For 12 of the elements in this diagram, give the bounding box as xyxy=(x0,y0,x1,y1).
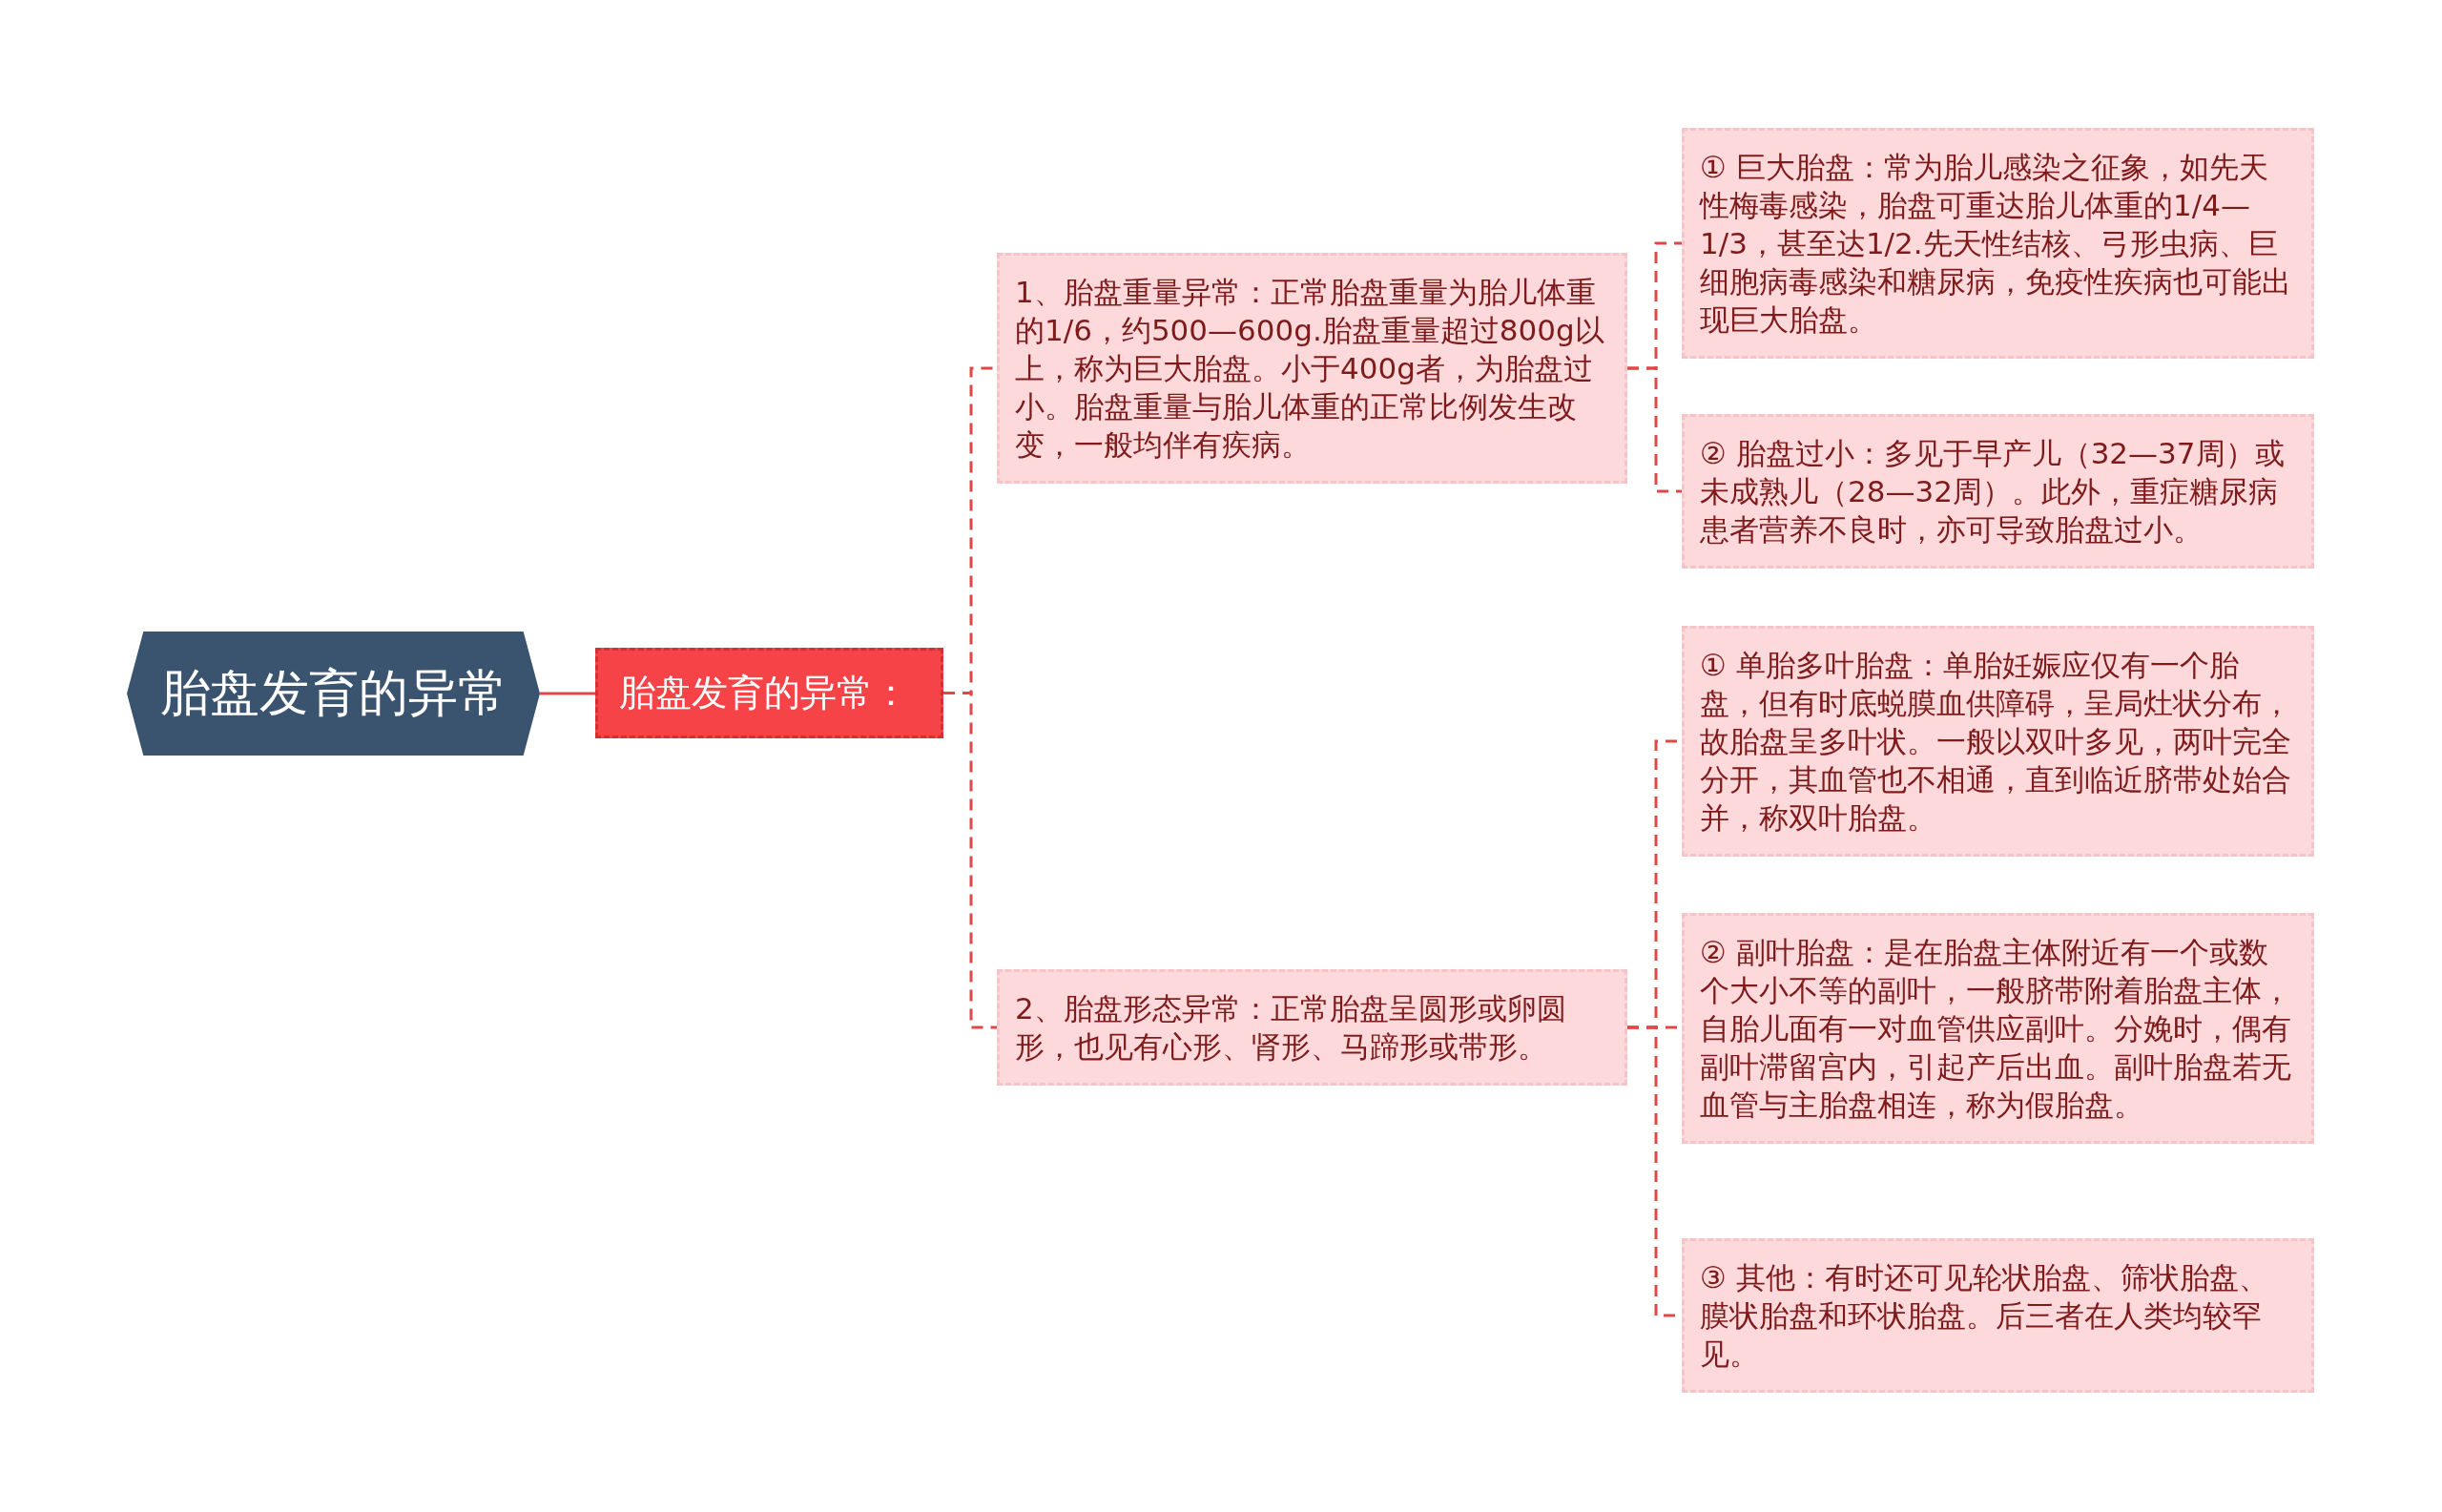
note-box: ② 胎盘过小：多见于早产儿（32—37周）或未成熟儿（28—32周）。此外，重症糖尿病患者营养不良时，亦可导致胎盘过小。 xyxy=(1682,414,2314,569)
topic-box: 胎盘发育的异常： xyxy=(595,648,943,738)
note-box: ③ 其他：有时还可见轮状胎盘、筛状胎盘、膜状胎盘和环状胎盘。后三者在人类均较罕见。 xyxy=(1682,1238,2314,1393)
note-box: ① 巨大胎盘：常为胎儿感染之征象，如先天性梅毒感染，胎盘可重达胎儿体重的1/4—1/3，甚至达1/2.先天性结核、弓形虫病、巨细胞病毒感染和糖尿病，免疫性疾病也可能出现巨大胎盘。 xyxy=(1682,128,2314,359)
note-box: ② 副叶胎盘：是在胎盘主体附近有一个或数个大小不等的副叶，一般脐带附着胎盘主体，自胎儿面有一对血管供应副叶。分娩时，偶有副叶滞留宫内，引起产后出血。副叶胎盘若无血管与主胎盘相连，称为假胎盘。 xyxy=(1682,913,2314,1144)
connector-line xyxy=(1627,366,1682,493)
connector-line xyxy=(943,692,997,1029)
note-box: 1、胎盘重量异常：正常胎盘重量为胎儿体重的1/6，约500—600g.胎盘重量超过800g以上，称为巨大胎盘。小于400g者，为胎盘过小。胎盘重量与胎儿体重的正常比例发生改变，一般均伴有疾病。 xyxy=(997,253,1627,484)
note-box: 2、胎盘形态异常：正常胎盘呈圆形或卵圆形，也见有心形、肾形、马蹄形或带形。 xyxy=(997,969,1627,1086)
note-box: ① 单胎多叶胎盘：单胎妊娠应仅有一个胎盘，但有时底蜕膜血供障碍，呈局灶状分布，故胎盘呈多叶状。一般以双叶多见，两叶完全分开，其血管也不相通，直到临近脐带处始合并，称双叶胎盘。 xyxy=(1682,626,2314,857)
connector-line xyxy=(540,692,595,695)
central-topic-hexagon: 胎盘发育的异常 xyxy=(127,632,540,756)
